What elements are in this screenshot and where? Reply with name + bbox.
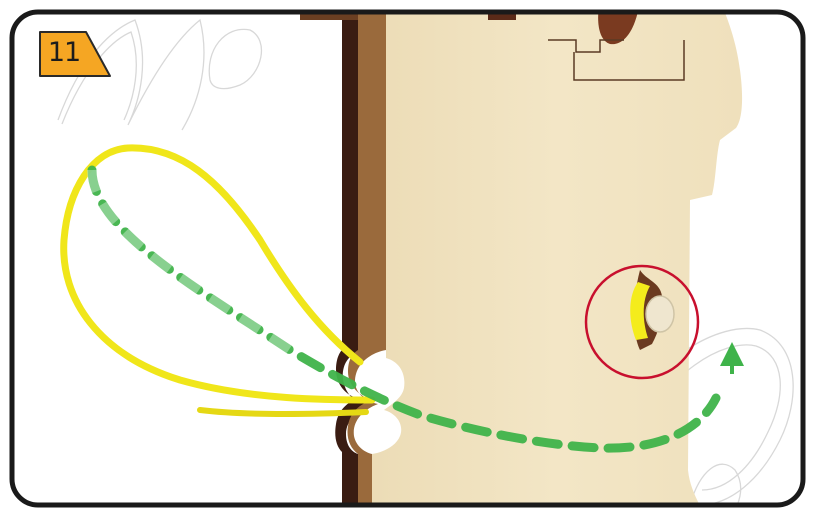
- step-number-label: 11: [44, 32, 84, 74]
